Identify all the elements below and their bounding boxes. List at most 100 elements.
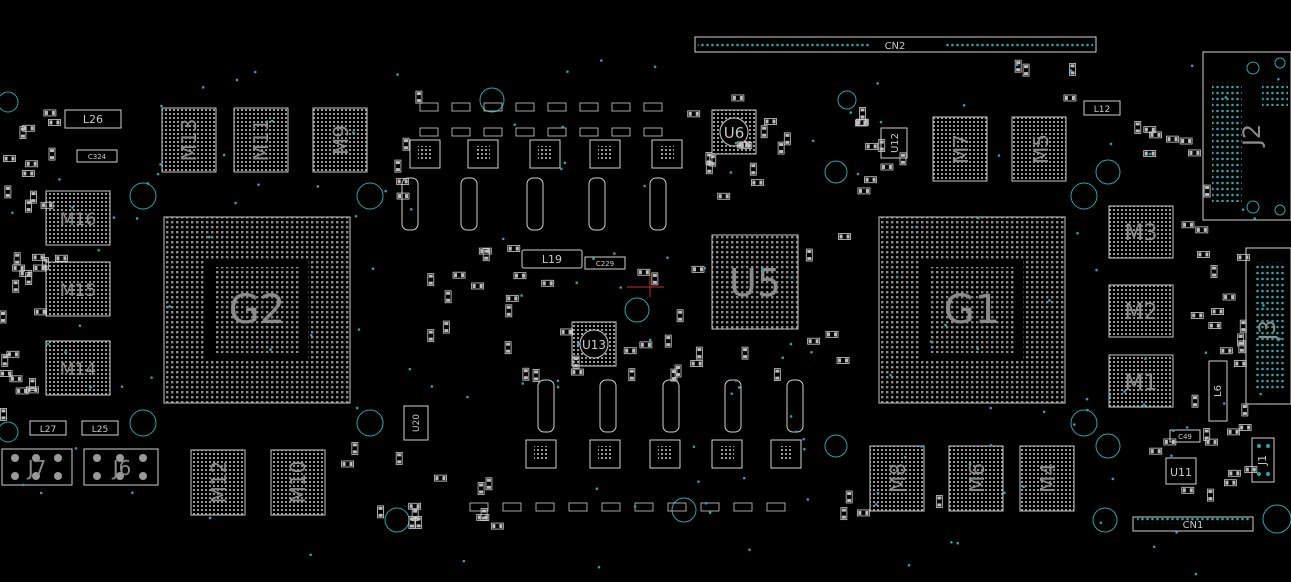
via — [253, 70, 257, 74]
via — [46, 342, 50, 346]
via — [962, 103, 966, 107]
via — [316, 185, 320, 188]
connector-j6-label: J6 — [111, 456, 132, 480]
via — [1048, 299, 1051, 302]
capacitor-c324[interactable]: C324 — [76, 149, 118, 163]
via — [597, 565, 601, 569]
memory-m5[interactable]: M5 — [1011, 116, 1067, 182]
connector-cn2[interactable]: CN2 — [694, 36, 1097, 53]
capacitor-c49[interactable]: C49 — [1169, 429, 1201, 443]
via — [462, 559, 466, 563]
passive-pad — [899, 152, 907, 166]
memory-m10[interactable]: M10 — [270, 449, 326, 516]
inductor-l12[interactable]: L12 — [1083, 100, 1121, 116]
passive-pad — [478, 247, 492, 255]
connector-j3[interactable]: J3 — [1245, 247, 1291, 405]
passive-pad — [427, 329, 435, 343]
memory-m3[interactable]: M3 — [1108, 205, 1174, 259]
memory-m15[interactable]: M15 — [45, 261, 111, 317]
passive-pad — [611, 102, 631, 112]
connector-cn1[interactable]: CN1 — [1132, 516, 1254, 532]
inductor-l25-label: L25 — [92, 425, 108, 435]
via — [619, 286, 623, 289]
via — [1148, 152, 1152, 156]
passive-pad — [415, 515, 423, 529]
passive-pad — [485, 477, 493, 491]
passive-pad — [451, 102, 471, 112]
memory-m16[interactable]: M16 — [45, 190, 111, 246]
inductor-l27[interactable]: L27 — [29, 420, 67, 436]
inductor-l19[interactable]: L19 — [521, 249, 583, 269]
passive-pad — [1188, 149, 1201, 157]
via — [879, 120, 883, 124]
passive-pad — [394, 159, 402, 173]
via — [1253, 217, 1257, 220]
inductor-l6[interactable]: L6 — [1208, 360, 1228, 422]
via — [257, 183, 260, 186]
passive-pad — [1227, 469, 1241, 477]
memory-m11[interactable]: M11 — [233, 107, 289, 173]
passive-pad — [1195, 226, 1209, 234]
inductor-l26[interactable]: L26 — [64, 109, 122, 129]
gpu-g1[interactable]: G1 — [878, 216, 1066, 404]
via — [806, 498, 810, 501]
passive-pad — [568, 502, 588, 512]
ic-u5[interactable]: U5 — [711, 234, 799, 330]
via — [1259, 392, 1262, 396]
memory-m13[interactable]: M13 — [161, 107, 217, 173]
inductor-l25[interactable]: L25 — [81, 420, 119, 436]
memory-m2[interactable]: M2 — [1108, 284, 1174, 338]
passive-pad — [477, 482, 485, 495]
passive-pad — [396, 192, 410, 200]
via — [1076, 231, 1079, 235]
passive-pad — [840, 507, 848, 521]
via — [131, 491, 134, 495]
via — [1152, 545, 1156, 549]
via — [1015, 63, 1019, 67]
passive-pad — [838, 233, 851, 240]
connector-cn2-label: CN2 — [885, 41, 906, 52]
memory-m8[interactable]: M8 — [869, 445, 925, 512]
via — [989, 444, 993, 447]
passive-pad — [1227, 428, 1240, 436]
via — [1108, 394, 1111, 398]
via — [789, 342, 793, 346]
memory-m1[interactable]: M1 — [1108, 354, 1174, 408]
via — [708, 511, 712, 514]
capacitor-c229[interactable]: C229 — [584, 256, 626, 270]
via — [64, 351, 67, 354]
passive-pad — [1241, 403, 1249, 417]
ic-u6[interactable]: U6 — [711, 109, 757, 155]
memory-m7[interactable]: M7 — [932, 116, 988, 182]
via-field — [11, 59, 1282, 576]
passive-pad — [1179, 137, 1193, 145]
memory-m9[interactable]: M9 — [312, 107, 368, 173]
connector-j1[interactable]: J1 — [1251, 437, 1275, 483]
passive-pad — [34, 308, 48, 316]
passive-pad — [351, 441, 359, 455]
passive-pad — [25, 199, 32, 213]
ic-u11[interactable]: U11 — [1165, 457, 1197, 485]
passive-pad — [676, 309, 684, 323]
connector-j7[interactable]: J7 — [1, 448, 73, 486]
passive-pad — [1211, 308, 1224, 315]
memory-m6[interactable]: M6 — [948, 445, 1004, 512]
connector-j2[interactable]: J2 — [1202, 51, 1291, 221]
memory-m14[interactable]: M14 — [45, 340, 111, 396]
passive-pad — [48, 119, 61, 126]
connector-j6[interactable]: J6 — [83, 448, 159, 486]
memory-m12[interactable]: M12 — [190, 449, 246, 516]
passive-pad — [634, 502, 654, 512]
via — [730, 392, 734, 395]
passive-pad — [507, 245, 521, 252]
memory-m4[interactable]: M4 — [1019, 445, 1075, 512]
ic-u6-label: U6 — [724, 124, 745, 142]
memory-m3-label: M3 — [1125, 221, 1158, 246]
gpu-g2[interactable]: G2 — [163, 216, 351, 404]
via — [1241, 208, 1245, 211]
via — [501, 237, 505, 241]
ic-u20[interactable]: U20 — [403, 405, 429, 441]
via — [1222, 402, 1226, 405]
ic-u5-label: U5 — [729, 261, 781, 305]
memory-m16-label: M16 — [60, 210, 96, 230]
